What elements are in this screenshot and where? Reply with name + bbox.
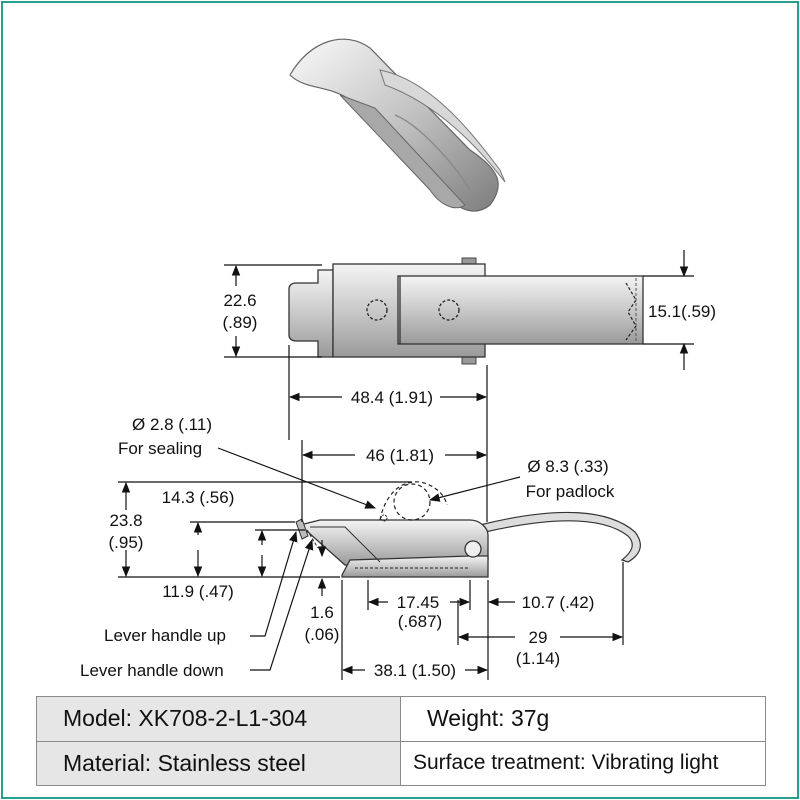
side-view [295,481,641,578]
dim-height-11: 11.9 (.47) [162,582,234,601]
dim-offset-10: 10.7 (.42) [522,593,595,612]
dim-seal-hole: Ø 2.8 (.11) [132,415,212,434]
surface-cell: Surface treatment: Vibrating light [400,740,766,786]
dim-height-total-in: (.89) [223,313,258,332]
dim-height-23-in: (.95) [109,533,144,552]
model-cell: Model: XK708-2-L1-304 [36,696,401,742]
top-view [288,257,644,365]
dim-hole-17: 17.45 [397,593,440,612]
seal-note: For sealing [118,439,202,458]
lever-up-note: Lever handle up [104,626,226,645]
dimension-labels: 22.6 (.89) 15.1(.59) 48.4 (1.91) Ø 2.8 (… [80,291,716,680]
dim-height-23: 23.8 [109,511,142,530]
top-view-dimensions [224,250,694,440]
dim-height-total: 22.6 [223,291,256,310]
spec-row: Model: XK708-2-L1-304 Weight: 37g [36,696,766,742]
dim-padlock-hole: Ø 8.3 (.33) [527,457,608,476]
dim-base-38: 38.1 (1.50) [374,661,456,680]
product-photo [289,38,506,212]
dim-length-46: 46 (1.81) [366,446,434,465]
lever-down-note: Lever handle down [80,661,224,680]
spec-row: Material: Stainless steel Surface treatm… [36,740,766,786]
dim-strip-width: 15.1(.59) [648,302,716,321]
dim-height-14: 14.3 (.56) [162,488,235,507]
dim-thickness: 1.6 [310,603,334,622]
side-view-dimensions [118,440,624,680]
dim-hole-17-in: (.687) [398,612,442,631]
spec-table: Model: XK708-2-L1-304 Weight: 37g Materi… [36,696,766,786]
padlock-note: For padlock [526,482,615,501]
weight-cell: Weight: 37g [400,696,766,742]
dim-reach-29: 29 [529,628,548,647]
dim-reach-29-in: (1.14) [516,649,560,668]
dim-length-48: 48.4 (1.91) [351,388,433,407]
dim-thickness-in: (.06) [305,625,340,644]
material-cell: Material: Stainless steel [36,740,401,786]
